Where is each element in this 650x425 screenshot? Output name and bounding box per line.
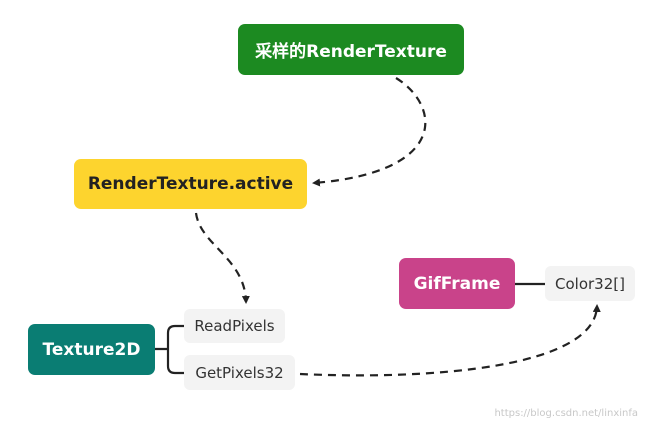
leaf-read-pixels: ReadPixels — [184, 309, 285, 343]
bracket-texture2d — [155, 324, 184, 375]
node-gif-frame: GifFrame — [399, 258, 515, 309]
arrow-active-to-readpixels — [194, 212, 250, 304]
arrow-getpixels-to-color32 — [299, 304, 601, 377]
leaf-color32-array: Color32[] — [545, 266, 635, 301]
node-texture2d: Texture2D — [28, 324, 155, 375]
watermark: https://blog.csdn.net/linxinfa — [494, 408, 638, 419]
node-render-texture-active: RenderTexture.active — [74, 159, 307, 209]
node-sample-render-texture: 采样的RenderTexture — [238, 24, 464, 75]
arrow-sample-to-active — [312, 77, 427, 187]
leaf-get-pixels32: GetPixels32 — [184, 355, 295, 390]
